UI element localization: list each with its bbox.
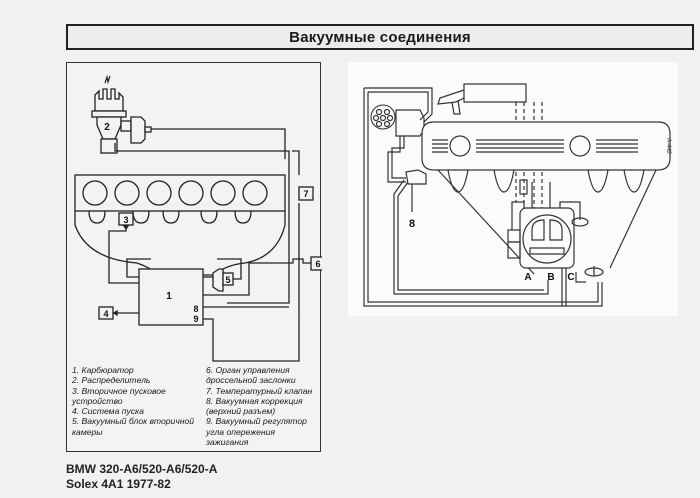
callout-1: 1 [166,291,172,302]
callout-8: 8 [193,304,198,314]
legend-item: 4. Система пуска [72,406,144,417]
engine-layout-diagram: A-442 8 A [363,83,671,307]
callout-4: 4 [103,309,108,319]
page-title: Вакуумные соединения [289,28,471,46]
port-a-label: A [524,272,531,283]
legend-column-2: 6. Орган управления дроссельной заслонки… [206,365,318,447]
legend-item: 7. Температурный клапан [206,385,313,396]
callout-3: 3 [123,215,128,225]
legend-column-1: 1. Карбюратор 2. Распределитель 3. Втори… [72,365,200,437]
port-c-label: C [567,272,574,283]
legend-item: 2. Распределитель [72,375,151,386]
callout-6: 6 [315,259,320,269]
callout-7: 7 [303,189,308,199]
callout-2: 2 [104,122,110,133]
model-caption: BMW 320-A6/520-A6/520-A Solex 4A1 1977-8… [66,462,217,492]
legend-item: 5. Вакуумный блок вторичной камеры [72,416,195,437]
legend-item: 8. Вакуумная коррекция (верхний разъем) [206,395,303,417]
engine-layout-panel: A-442 8 A [348,62,678,316]
model-line: BMW 320-A6/520-A6/520-A [66,462,218,476]
callout-9: 9 [193,314,198,324]
carburetor-line: Solex 4A1 1977-82 [66,477,171,491]
callout-5: 5 [225,275,230,285]
right-callout-8: 8 [409,218,415,230]
spark-icon [104,74,111,85]
vacuum-schematic: 2 3 1 8 9 5 [74,74,322,362]
carburetor-block [138,268,204,326]
vacuum-schematic-panel: 2 3 1 8 9 5 [66,62,322,452]
distributor-drawing [91,74,152,154]
engine-block-drawing [74,174,286,276]
carburetor-drawing [507,182,589,269]
legend-item: 9. Вакуумный регулятор угла опережения з… [206,416,307,448]
section-title-bar: Вакуумные соединения [66,24,694,50]
legend-item: 3. Вторичное пусковое устройство [72,385,166,406]
legend-item: 1. Карбюратор [72,365,134,375]
figure-reference: A-442 [665,137,671,155]
legend-item: 6. Орган управления дроссельной заслонки [206,365,296,386]
port-b-label: B [547,272,554,283]
